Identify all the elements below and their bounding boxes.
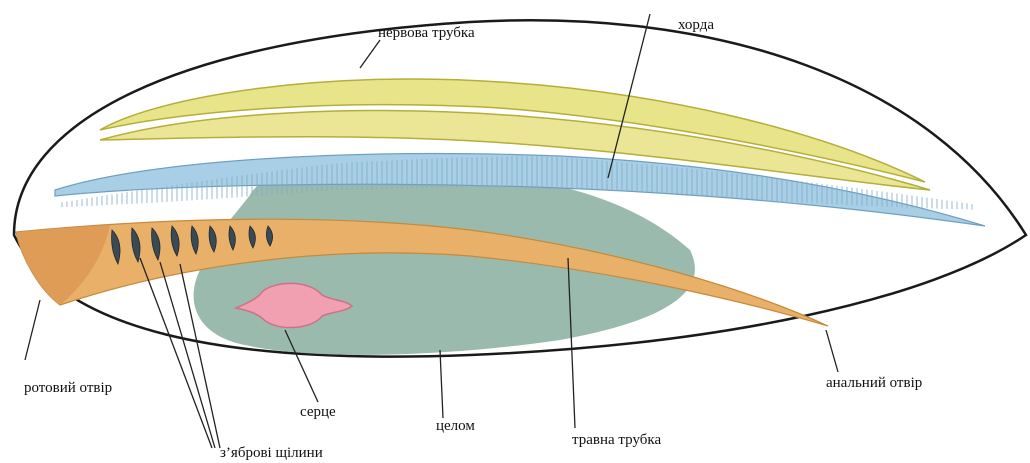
label-mouth: ротовий отвір xyxy=(24,381,112,396)
label-neural-tube: нервова трубка xyxy=(378,26,475,41)
label-anus: анальний отвір xyxy=(826,376,922,391)
label-digestive-tube: травна трубка xyxy=(572,433,661,448)
label-notochord: хорда xyxy=(678,18,714,33)
label-heart: серце xyxy=(300,405,336,420)
label-coelom: целом xyxy=(436,419,475,434)
label-gill-slits: з’яброві щілини xyxy=(220,446,323,461)
